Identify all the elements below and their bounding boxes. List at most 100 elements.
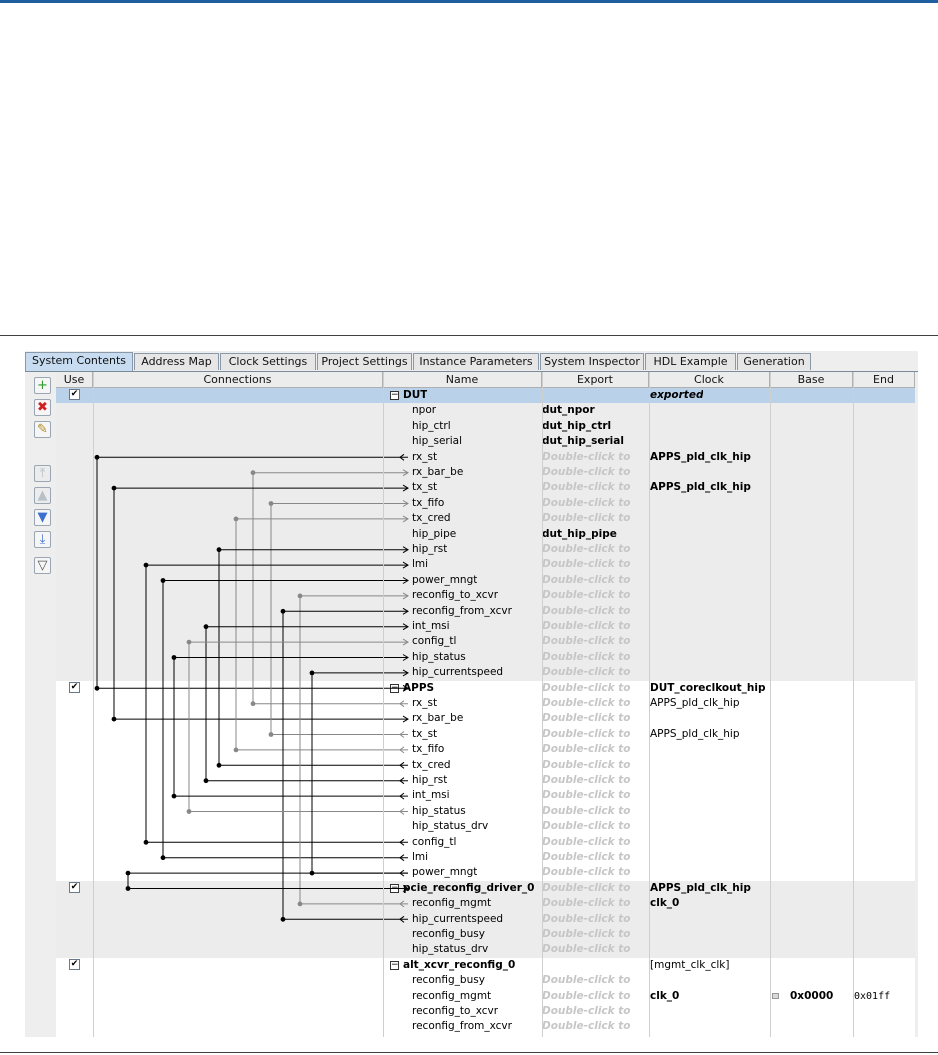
column-header-export[interactable]: Export — [542, 372, 649, 388]
export-hint[interactable]: Double-click to — [542, 635, 631, 648]
component-clock[interactable]: [mgmt_clk_clk] — [650, 958, 730, 971]
tab-4[interactable]: Instance Parameters — [413, 353, 539, 370]
column-header-connections[interactable]: Connections — [93, 372, 383, 388]
move-up-button[interactable]: ▲ — [34, 487, 51, 504]
export-hint[interactable]: Double-click to — [542, 512, 631, 525]
port-clock[interactable]: APPS_pld_clk_hip — [650, 450, 751, 463]
remove-button[interactable]: ✖ — [34, 399, 51, 416]
export-hint[interactable]: Double-click to — [542, 543, 631, 555]
move-bottom-button[interactable]: ⤓ — [34, 531, 51, 548]
export-hint[interactable]: Double-click to — [542, 881, 631, 894]
tab-7[interactable]: Generation — [737, 353, 811, 370]
use-checkbox[interactable]: ✔ — [69, 681, 80, 693]
export-hint[interactable]: Double-click to — [542, 866, 631, 879]
export-hint[interactable]: Double-click to — [542, 928, 631, 940]
tab-5[interactable]: System Inspector — [540, 353, 644, 370]
use-checkbox[interactable]: ✔ — [69, 958, 80, 970]
export-hint[interactable]: Double-click to — [542, 835, 631, 848]
connection-node[interactable] — [268, 732, 274, 737]
component-row[interactable]: ✔−alt_xcvr_reconfig_0[mgmt_clk_clk] — [56, 958, 915, 973]
export-hint[interactable]: Double-click to — [542, 974, 631, 987]
tab-3[interactable]: Project Settings — [317, 353, 412, 370]
column-header-base[interactable]: Base — [770, 372, 853, 388]
connection-node[interactable] — [216, 762, 222, 768]
connection-node[interactable] — [171, 655, 177, 660]
use-checkbox[interactable]: ✔ — [69, 881, 80, 893]
export-hint[interactable]: Double-click to — [542, 558, 631, 571]
column-header-clock[interactable]: Clock — [649, 372, 770, 388]
export-hint[interactable]: Double-click to — [542, 820, 631, 833]
export-hint[interactable]: Double-click to — [542, 450, 631, 463]
export-hint[interactable]: Double-click to — [542, 604, 631, 617]
export-hint[interactable]: Double-click to — [542, 943, 631, 956]
export-hint[interactable]: Double-click to — [542, 697, 631, 709]
export-hint[interactable]: Double-click to — [542, 727, 631, 740]
export-hint[interactable]: Double-click to — [542, 650, 631, 663]
lock-icon[interactable] — [772, 992, 779, 999]
base-address[interactable]: 0x0000 — [790, 989, 834, 1002]
connection-node[interactable] — [160, 855, 166, 861]
port-export[interactable]: dut_hip_pipe — [542, 527, 617, 540]
connection-node[interactable] — [94, 685, 100, 691]
port-export[interactable]: dut_hip_serial — [542, 435, 624, 448]
port-export[interactable]: dut_npor — [542, 404, 595, 417]
export-hint[interactable]: Double-click to — [542, 851, 631, 863]
tab-2[interactable]: Clock Settings — [220, 353, 316, 370]
connection-node[interactable] — [250, 470, 256, 476]
connection-node[interactable] — [309, 670, 315, 676]
tab-1[interactable]: Address Map — [134, 353, 219, 370]
component-clock[interactable]: APPS_pld_clk_hip — [650, 881, 751, 894]
connection-node[interactable] — [94, 454, 100, 460]
column-header-end[interactable]: End — [853, 372, 915, 388]
export-hint[interactable]: Double-click to — [542, 1020, 631, 1033]
export-hint[interactable]: Double-click to — [542, 774, 631, 786]
export-hint[interactable]: Double-click to — [542, 481, 631, 494]
connection-node[interactable] — [171, 793, 177, 799]
connection-node[interactable] — [203, 624, 209, 630]
connection-node[interactable] — [125, 886, 131, 891]
export-hint[interactable]: Double-click to — [542, 666, 631, 679]
connection-node[interactable] — [297, 901, 303, 907]
export-hint[interactable]: Double-click to — [542, 897, 631, 910]
port-clock[interactable]: clk_0 — [650, 989, 680, 1002]
export-hint[interactable]: Double-click to — [542, 712, 631, 725]
export-hint[interactable]: Double-click to — [542, 466, 631, 478]
connection-node[interactable] — [233, 747, 239, 753]
component-clock[interactable]: exported — [650, 389, 704, 401]
export-hint[interactable]: Double-click to — [542, 989, 631, 1002]
export-hint[interactable]: Double-click to — [542, 789, 631, 802]
column-header-name[interactable]: Name — [383, 372, 542, 388]
export-hint[interactable]: Double-click to — [542, 681, 631, 694]
connection-node[interactable] — [280, 916, 286, 922]
export-hint[interactable]: Double-click to — [542, 620, 631, 632]
connection-node[interactable] — [250, 701, 256, 707]
connection-node[interactable] — [203, 778, 209, 784]
